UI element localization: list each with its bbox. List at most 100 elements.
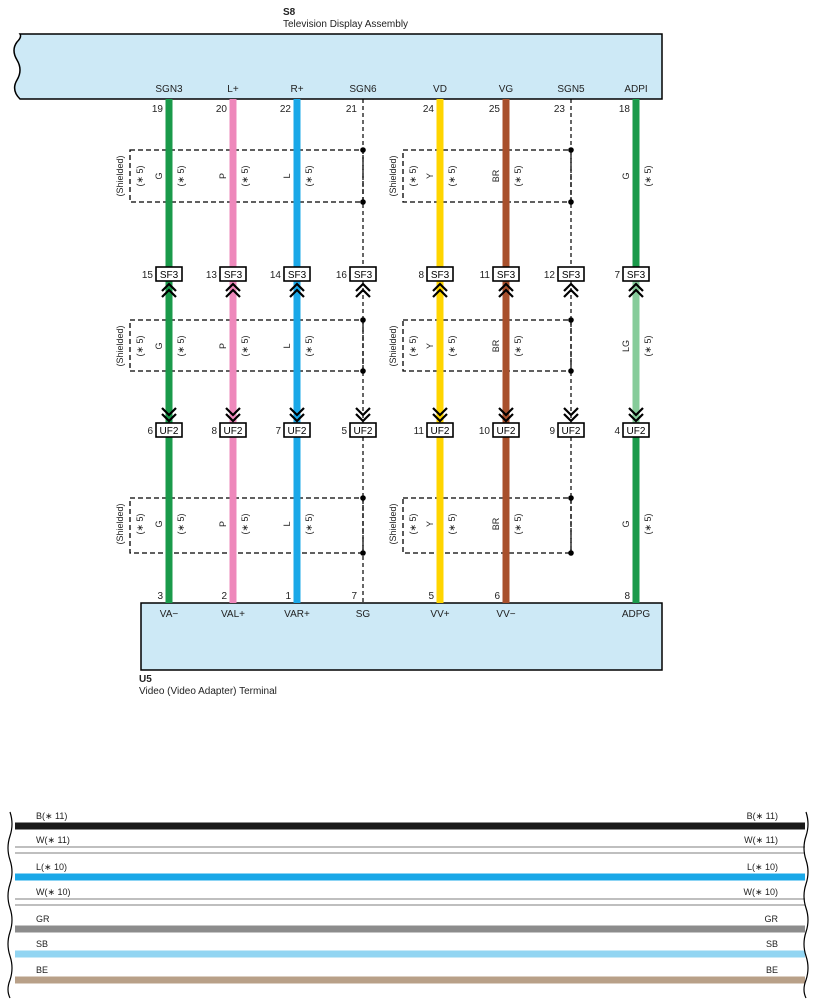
- connector-uf2-label: UF2: [627, 426, 646, 437]
- bottom-signal-label: SG: [356, 609, 371, 620]
- top-signal-label: SGN6: [349, 84, 377, 95]
- wire-note: (∗ 5): [304, 165, 314, 186]
- wire-note: (∗ 5): [643, 165, 653, 186]
- top-pin-number: 21: [346, 104, 358, 115]
- connector-chevron-up-icon: [498, 288, 514, 298]
- wire-color-label: Y: [425, 173, 435, 179]
- top-signal-label: L+: [227, 84, 239, 95]
- bottom-component-name: Video (Video Adapter) Terminal: [139, 686, 277, 697]
- break-mark: [7, 811, 13, 999]
- connector-chevron-up-icon: [289, 282, 305, 292]
- connector-chevron-up-icon: [432, 288, 448, 298]
- bottom-pin-number: 2: [221, 591, 227, 602]
- wire-color-label: Y: [425, 343, 435, 349]
- legend-label-right: W(∗ 10): [743, 887, 778, 897]
- wire-color-label: L: [282, 521, 292, 526]
- connector-chevron-up-icon: [225, 282, 241, 292]
- wire-color-label: P: [218, 173, 228, 179]
- bottom-signal-label: ADPG: [622, 609, 651, 620]
- legend-label-left: SB: [36, 939, 48, 949]
- shield-junction-dot: [360, 368, 366, 374]
- connector-chevron-down-icon: [355, 407, 371, 417]
- wire-color-label: G: [154, 342, 164, 349]
- shield-junction-dot: [360, 495, 366, 501]
- shield-junction-dot: [568, 368, 574, 374]
- wire-note: (∗ 5): [176, 335, 186, 356]
- top-component-body: [13, 33, 663, 100]
- connector-uf2-label: UF2: [497, 426, 516, 437]
- connector-box: [219, 422, 247, 438]
- connector-sf3-label: SF3: [288, 270, 307, 281]
- sf3-pin-number: 16: [336, 270, 348, 281]
- connector-chevron-up-icon: [355, 282, 371, 292]
- top-signal-label: VD: [433, 84, 447, 95]
- connector-uf2: UF2 8: [211, 407, 247, 438]
- legend-row: W(∗ 10) W(∗ 10): [15, 887, 805, 906]
- connector-chevron-down-icon: [225, 413, 241, 423]
- connector-sf3-label: SF3: [431, 270, 450, 281]
- connector-sf3-label: SF3: [354, 270, 373, 281]
- connector-box: [155, 422, 183, 438]
- wire-note: (∗ 5): [447, 513, 457, 534]
- legend-label-right: GR: [765, 914, 779, 924]
- connector-uf2-label: UF2: [431, 426, 450, 437]
- bottom-pin-number: 7: [351, 591, 357, 602]
- wire-color-label: G: [154, 172, 164, 179]
- break-mark: [803, 811, 809, 999]
- legend-row: B(∗ 11)B(∗ 11): [15, 811, 805, 830]
- shield-label: (Shielded): [388, 503, 398, 544]
- wire-note: (∗ 5): [447, 165, 457, 186]
- connector-chevron-down-icon: [563, 407, 579, 417]
- wire-note: (∗ 5): [304, 513, 314, 534]
- legend-label-left: W(∗ 10): [36, 887, 71, 897]
- connector-chevron-down-icon: [432, 407, 448, 417]
- wire-labels: (Shielded) (∗ 5) G (∗ 5) P (∗ 5) L (∗ 5) (Shield…: [115, 84, 653, 620]
- wire-color-label: LG: [621, 340, 631, 352]
- connector-chevron-down-icon: [225, 407, 241, 417]
- connector-uf2-label: UF2: [224, 426, 243, 437]
- connector-box: [219, 266, 247, 282]
- top-component-name: Television Display Assembly: [283, 19, 408, 30]
- sf3-pin-number: 14: [270, 270, 282, 281]
- connector-uf2: UF2 4: [614, 407, 650, 438]
- connector-chevron-down-icon: [355, 413, 371, 423]
- top-pin-number: 19: [152, 104, 164, 115]
- connector-chevron-down-icon: [289, 413, 305, 423]
- wire-note: (∗ 5): [240, 165, 250, 186]
- connector-chevron-down-icon: [498, 413, 514, 423]
- shield-label: (Shielded): [115, 155, 125, 196]
- wire-note: (∗ 5): [513, 513, 523, 534]
- legend-label-left: L(∗ 10): [36, 862, 67, 872]
- connector-sf3-label: SF3: [160, 270, 179, 281]
- connector-box: [349, 422, 377, 438]
- connector-uf2-label: UF2: [288, 426, 307, 437]
- bottom-signal-label: VAL+: [221, 609, 245, 620]
- connector-chevron-down-icon: [161, 407, 177, 417]
- connector-chevron-up-icon: [161, 288, 177, 298]
- connector-box: [492, 422, 520, 438]
- top-pin-number: 18: [619, 104, 631, 115]
- connector-chevron-up-icon: [432, 282, 448, 292]
- legend-label-right: L(∗ 10): [747, 862, 778, 872]
- top-signal-label: SGN5: [557, 84, 585, 95]
- connector-box: [426, 422, 454, 438]
- top-signal-label: ADPI: [624, 84, 647, 95]
- uf2-pin-number: 4: [614, 426, 620, 437]
- top-pin-number: 25: [489, 104, 501, 115]
- legend-row: W(∗ 11)W(∗ 11): [15, 835, 805, 854]
- sf3-pin-number: 7: [614, 270, 620, 281]
- shield-note: (∗ 5): [408, 335, 418, 356]
- legend-label-right: BE: [766, 965, 778, 975]
- sf3-pin-number: 13: [206, 270, 218, 281]
- wire-note: (∗ 5): [513, 165, 523, 186]
- connector-chevron-down-icon: [563, 413, 579, 423]
- legend-label-right: W(∗ 11): [744, 835, 778, 845]
- uf2-pin-number: 8: [211, 426, 217, 437]
